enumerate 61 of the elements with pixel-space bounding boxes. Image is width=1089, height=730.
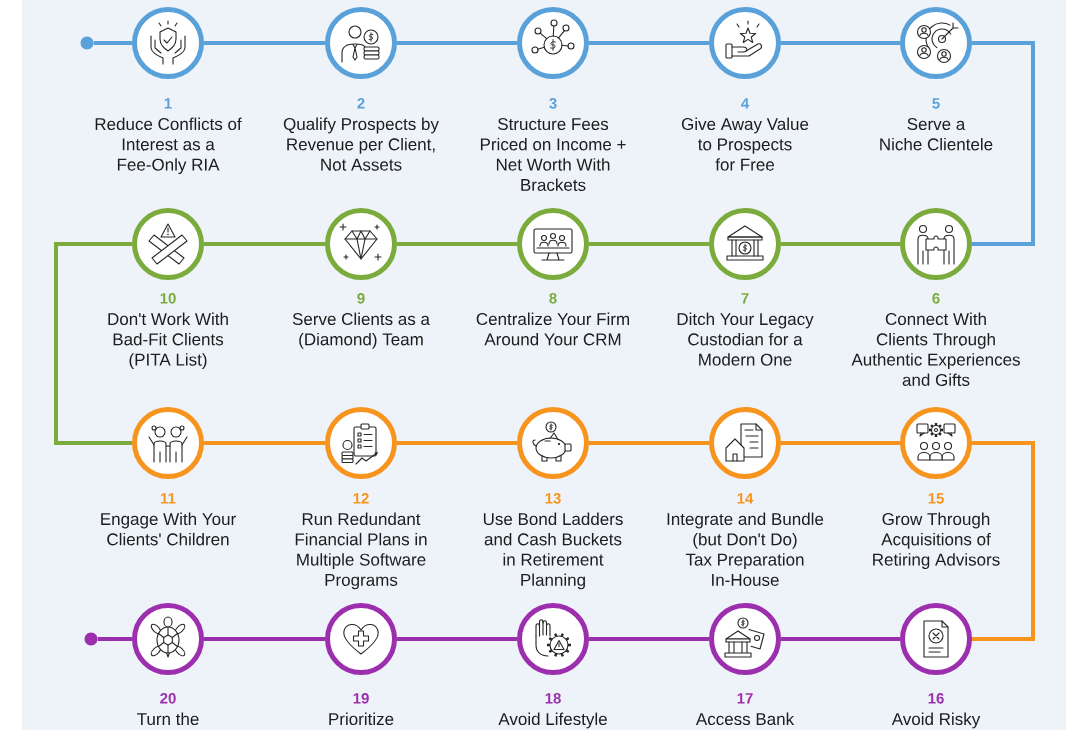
step-number: 8 xyxy=(549,293,557,304)
connector-line xyxy=(93,41,132,45)
connector-line xyxy=(204,41,325,45)
step-number: 11 xyxy=(161,493,176,504)
connector-line xyxy=(589,41,709,45)
step-number: 9 xyxy=(357,293,365,304)
step-number: 1 xyxy=(164,98,172,109)
step-title: Qualify Prospects by Revenue per Client, Not Assets xyxy=(283,117,439,171)
step-title: Access Bank xyxy=(695,712,795,726)
step-number: 20 xyxy=(160,693,176,704)
connector-line xyxy=(397,441,517,445)
step-title: Integrate and Bundle (but Don't Do) Tax Preparation In-House xyxy=(667,512,824,586)
step-title: Serve a Niche Clientele xyxy=(880,118,993,151)
step-title: Avoid Risky xyxy=(891,712,981,729)
step-number: 14 xyxy=(737,493,754,504)
step-title: Turn the xyxy=(137,712,199,726)
step-title: Centralize Your Firm Around Your CRM xyxy=(476,312,629,346)
connector-line xyxy=(972,441,1035,641)
step-title: Give Away Value to Prospects for Free xyxy=(681,117,809,171)
step-number: 5 xyxy=(932,98,940,109)
step-title: Prioritize xyxy=(329,712,394,726)
step-title: Engage With Your Clients' Children xyxy=(101,512,236,546)
step-title: Don't Work With Bad-Fit Clients (PITA List) xyxy=(108,312,228,369)
step-title: Grow Through Acquisitions of Retiring Advisors xyxy=(873,512,1000,570)
step-number: 19 xyxy=(353,693,369,704)
connector-line xyxy=(972,41,1035,246)
step-number: 17 xyxy=(737,693,753,704)
step-number: 3 xyxy=(549,98,557,109)
connector-line xyxy=(781,441,900,445)
step-title: Run Redundant Financial Plans in Multiple Software Programs xyxy=(295,512,427,590)
step-number: 15 xyxy=(928,493,944,504)
step-number: 4 xyxy=(741,98,750,109)
connector-line xyxy=(589,441,709,445)
connector-line xyxy=(397,637,517,641)
step-number: 6 xyxy=(932,293,940,304)
step-title: Use Bond Ladders and Cash Buckets in Retirement Planning xyxy=(483,512,623,590)
connector-line xyxy=(589,242,709,246)
connector-line xyxy=(781,242,900,246)
connector-line xyxy=(589,637,709,641)
step-number: 2 xyxy=(357,98,365,109)
connector-line xyxy=(781,637,900,641)
step-number: 10 xyxy=(160,293,176,304)
step-number: 18 xyxy=(545,693,561,704)
connector-line xyxy=(781,41,900,45)
step-title: Avoid Lifestyle xyxy=(498,712,607,729)
step-number: 7 xyxy=(741,293,749,304)
step-title: Serve Clients as a (Diamond) Team xyxy=(292,312,430,349)
step-number: 16 xyxy=(928,693,944,704)
step-title: Structure Fees Priced on Income + Net Worth With Brackets xyxy=(480,118,626,191)
step-number: 13 xyxy=(545,493,561,504)
step-title: Reduce Conflicts of Interest as a Fee-Only RIA xyxy=(95,117,242,175)
step-title: Ditch Your Legacy Custodian for a Modern One xyxy=(677,312,814,366)
connector-line xyxy=(397,41,517,45)
step-title: Connect With Clients Through Authentic Experiences and Gifts xyxy=(851,312,1020,386)
step-number: 12 xyxy=(353,493,369,504)
connector-line xyxy=(204,637,325,641)
connector-line xyxy=(97,637,132,641)
connector-line xyxy=(204,242,325,246)
connector-line xyxy=(54,242,132,445)
connector-line xyxy=(204,441,325,445)
connector-line xyxy=(397,242,517,246)
